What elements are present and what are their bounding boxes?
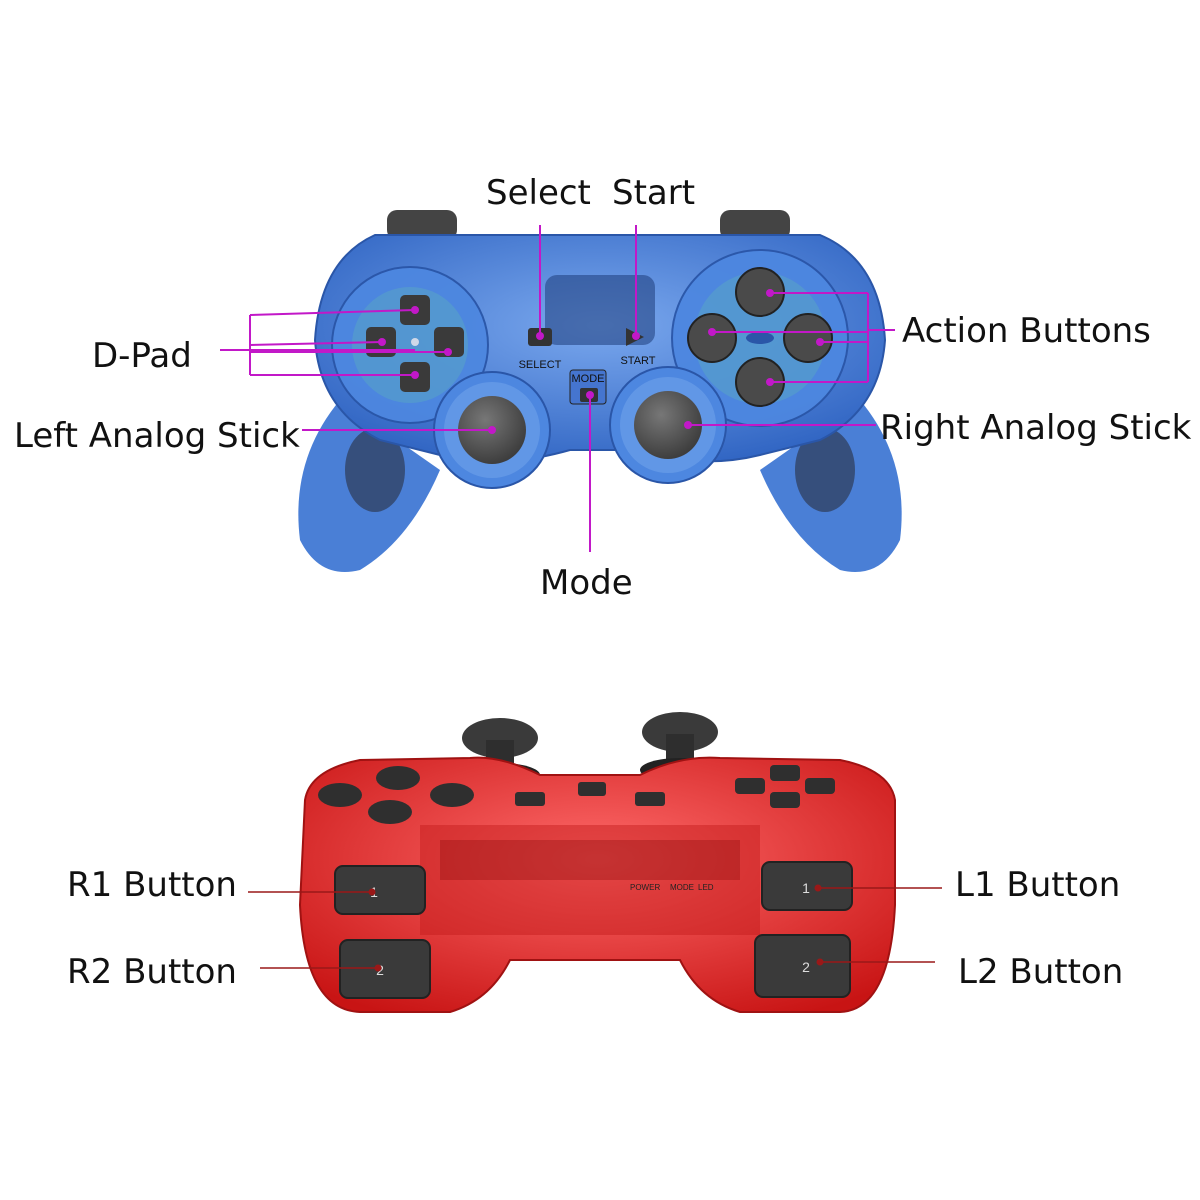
label-left-analog-stick: Left Analog Stick (14, 416, 300, 456)
top-pointer-lines (220, 225, 895, 552)
bottom-pointer-lines (248, 887, 942, 969)
label-l2-button: L2 Button (958, 952, 1124, 992)
label-dpad: D-Pad (92, 336, 192, 376)
select-printed: SELECT (519, 359, 562, 371)
l2-number: 2 (802, 959, 810, 975)
bottom-pointer-dots (368, 884, 824, 972)
mode-printed: MODE (572, 373, 605, 385)
red-face-buttons (318, 765, 835, 824)
label-r1-button: R1 Button (67, 865, 237, 905)
label-l1-button: L1 Button (955, 865, 1121, 905)
blue-l-shoulder (387, 210, 457, 240)
mode-led-printed-mode: MODE (670, 883, 694, 892)
l1-number: 1 (802, 880, 810, 896)
red-r2-button[interactable]: 2 (339, 939, 431, 999)
label-mode: Mode (540, 563, 633, 603)
label-r2-button: R2 Button (67, 952, 237, 992)
blue-controller: SELECT START MODE (298, 210, 902, 572)
label-right-analog-stick: Right Analog Stick (880, 408, 1192, 448)
start-printed: START (620, 355, 655, 367)
power-printed: POWER (630, 883, 660, 892)
label-action-buttons: Action Buttons (902, 311, 1151, 351)
red-l1-button[interactable]: 1 (761, 861, 853, 911)
blue-right-stick (609, 366, 727, 484)
red-r1-button[interactable]: 1 (334, 865, 426, 915)
blue-action-buttons (687, 267, 833, 407)
top-pointer-dots (378, 289, 824, 434)
mode-led-printed-led: LED (698, 883, 714, 892)
red-l2-button[interactable]: 2 (754, 934, 851, 998)
label-start: Start (612, 173, 696, 213)
red-controller: POWER MODE LED 1 2 1 2 (298, 712, 896, 1013)
label-select: Select (486, 173, 591, 213)
blue-r-shoulder (720, 210, 790, 240)
